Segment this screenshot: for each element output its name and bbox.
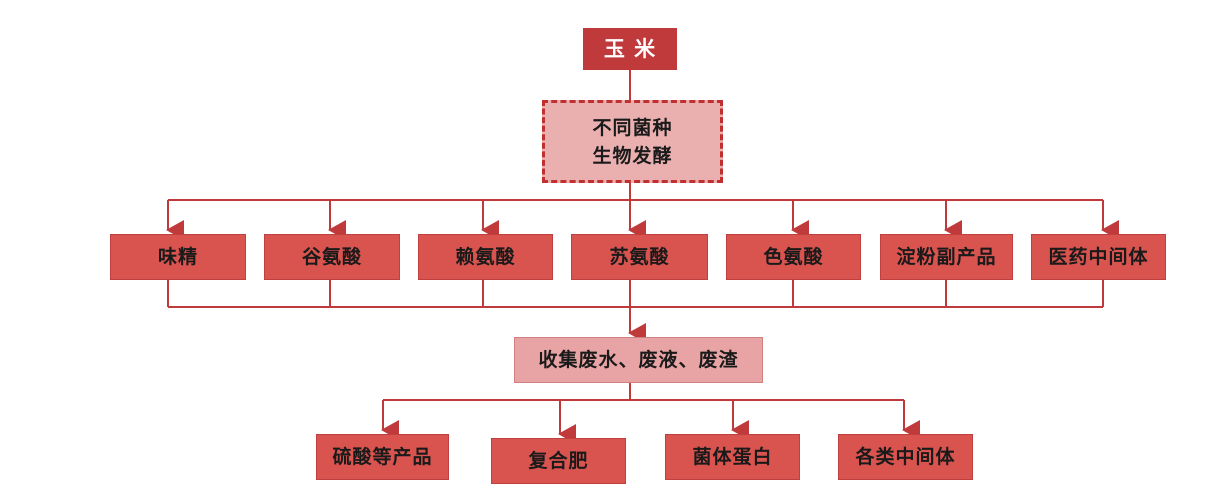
node-corn: 玉 米 [583, 28, 677, 70]
node-fermentation: 不同菌种 生物发酵 [542, 100, 723, 183]
node-product-6: 淀粉副产品 [880, 234, 1013, 280]
node-product-2: 谷氨酸 [264, 234, 400, 280]
node-output-3: 菌体蛋白 [665, 434, 800, 480]
node-output-1: 硫酸等产品 [316, 434, 449, 480]
node-product-4: 苏氨酸 [571, 234, 708, 280]
node-output-2: 复合肥 [491, 438, 626, 484]
node-output-4: 各类中间体 [838, 434, 973, 480]
node-product-3: 赖氨酸 [418, 234, 553, 280]
node-product-7: 医药中间体 [1031, 234, 1166, 280]
node-product-1: 味精 [110, 234, 246, 280]
node-product-5: 色氨酸 [726, 234, 861, 280]
node-collect-waste: 收集废水、废液、废渣 [514, 337, 763, 383]
